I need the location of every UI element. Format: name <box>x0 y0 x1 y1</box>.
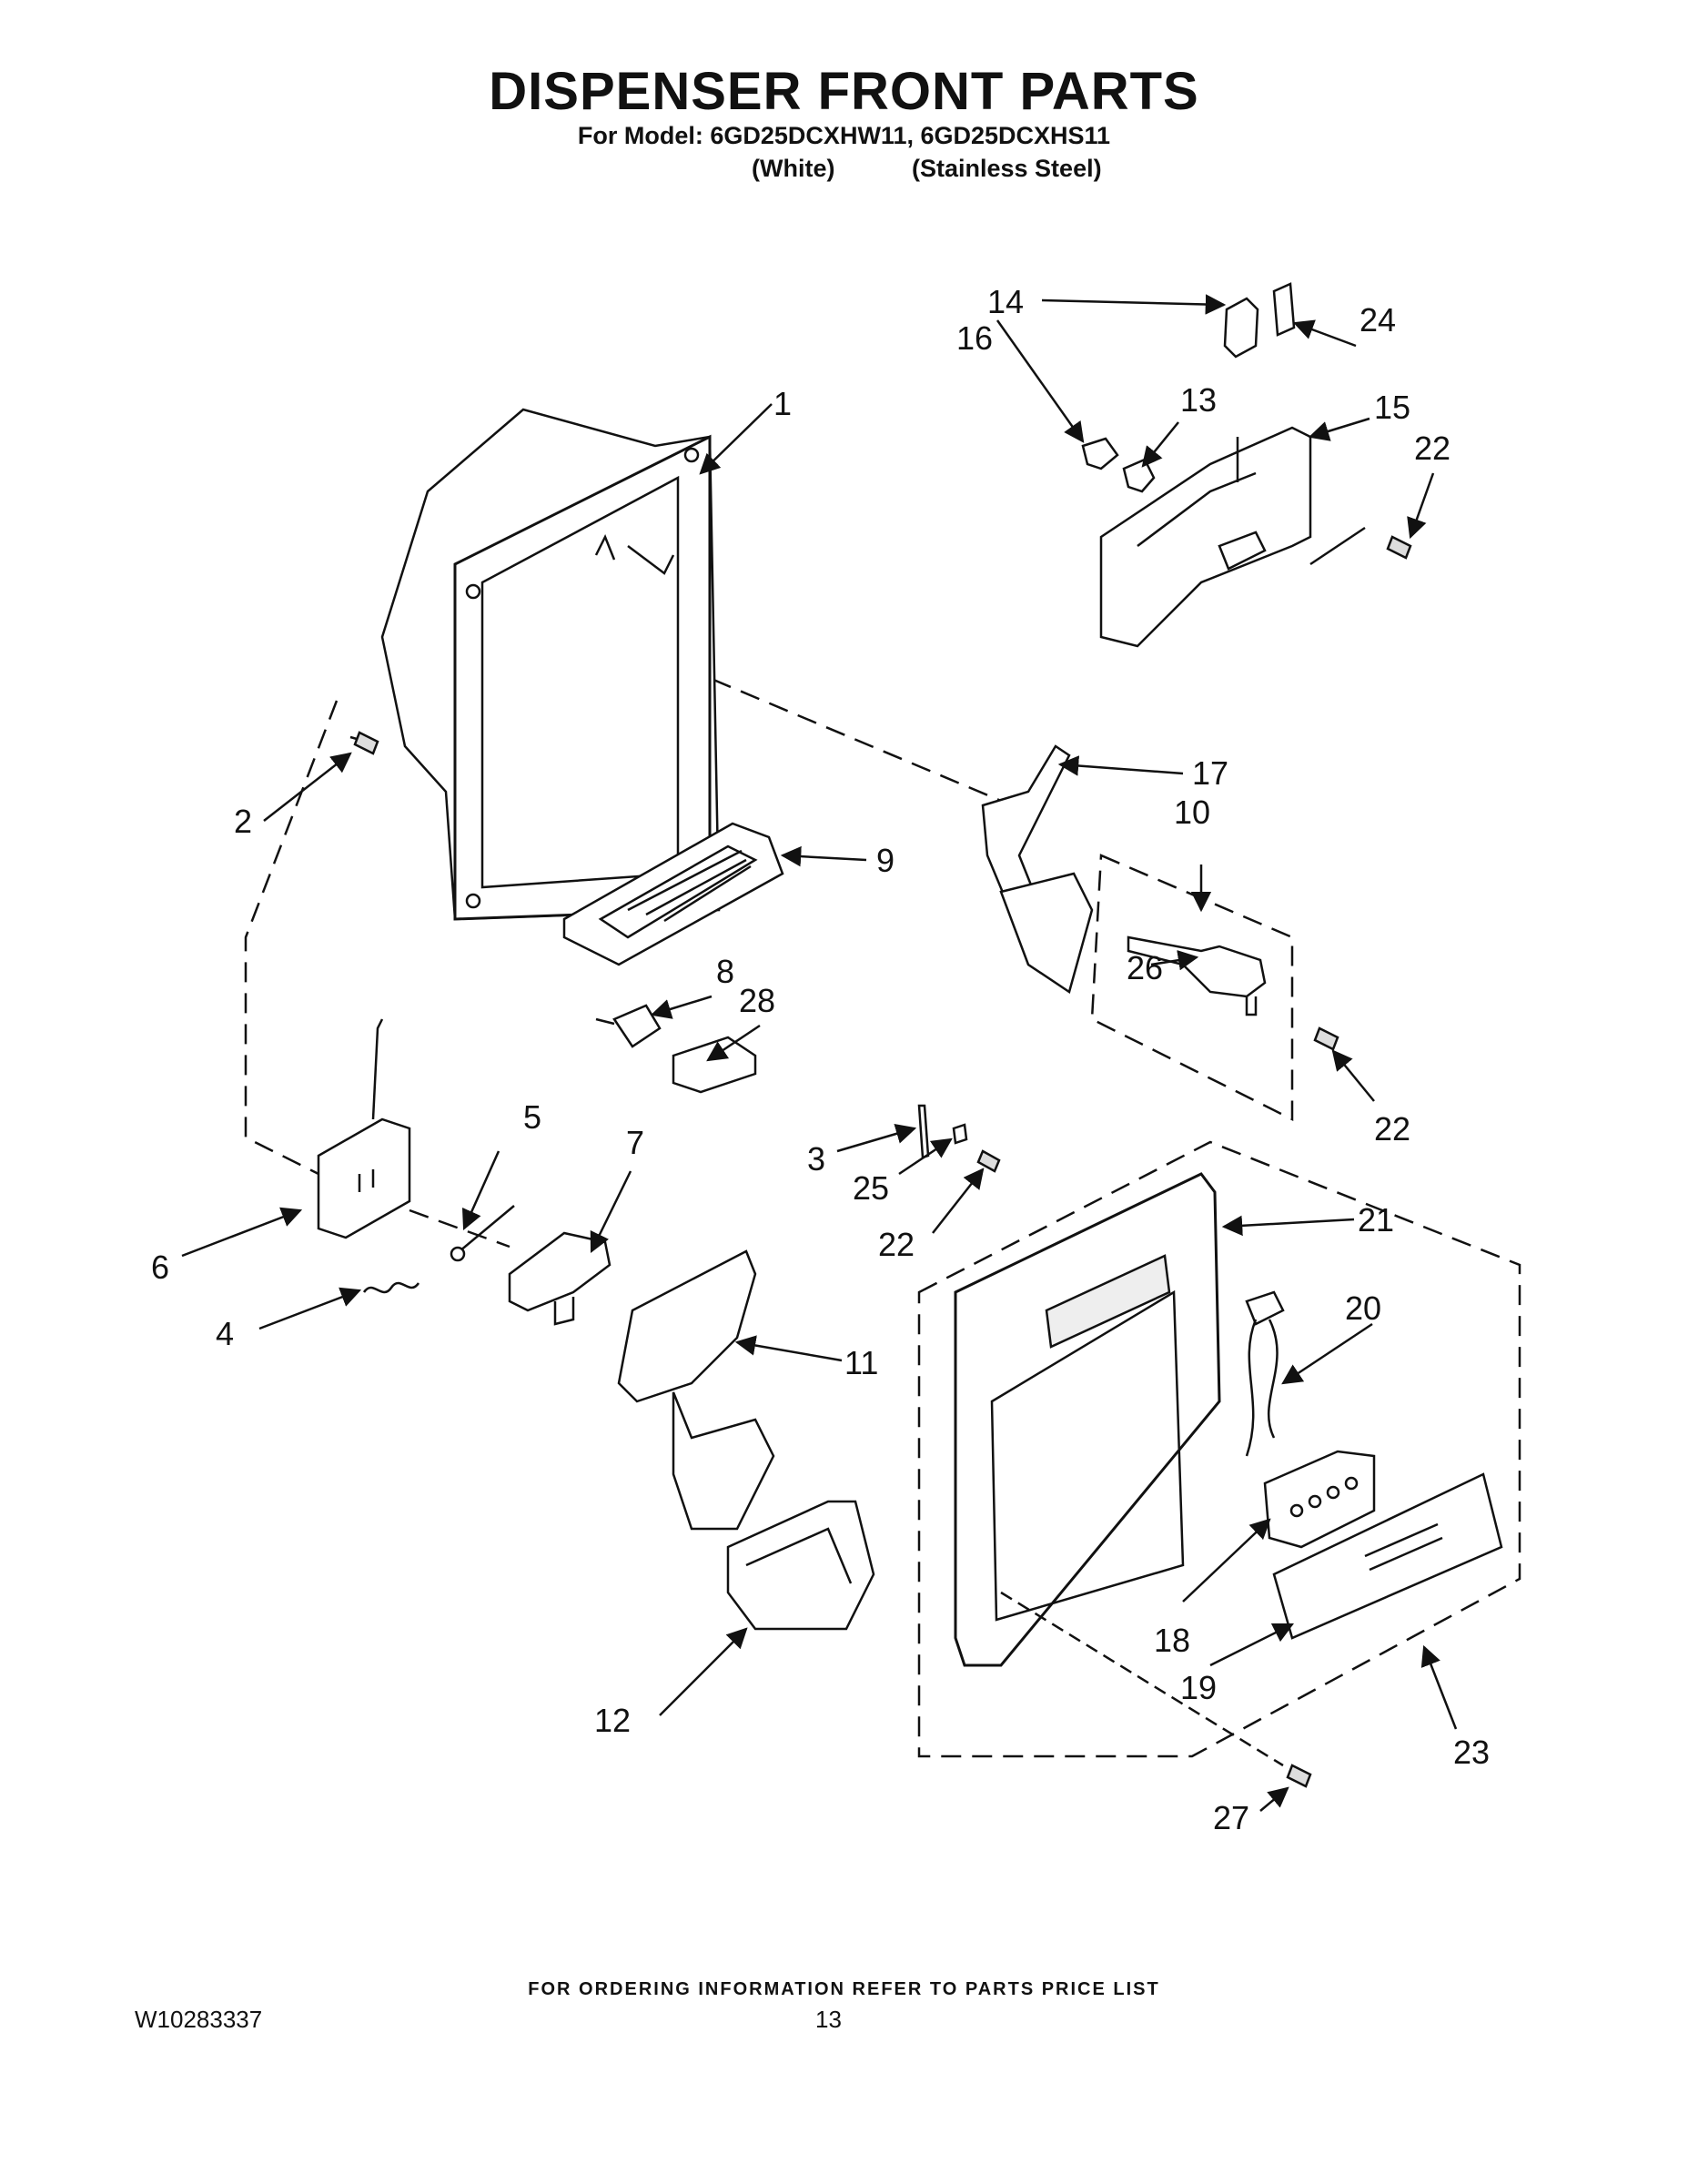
callout-28: 28 <box>739 982 775 1019</box>
variant-stainless: (Stainless Steel) <box>912 155 1102 182</box>
callout-15: 15 <box>1374 389 1410 426</box>
part-24-insulator <box>1272 282 1296 337</box>
callout-2: 2 <box>234 803 252 840</box>
part-3-contact <box>917 1104 930 1159</box>
callout-23: 23 <box>1453 1734 1490 1771</box>
part-17-lever <box>981 744 1094 994</box>
callout-1: 1 <box>773 385 792 422</box>
leader-arrows <box>181 294 1458 1812</box>
callout-22-middle: 22 <box>1374 1110 1410 1148</box>
part-2-screw <box>349 731 379 755</box>
callout-9: 9 <box>876 842 895 879</box>
part-1-housing <box>380 408 721 921</box>
callout-12: 12 <box>594 1702 631 1739</box>
callout-25: 25 <box>853 1169 889 1207</box>
callout-16: 16 <box>956 319 993 357</box>
callout-3: 3 <box>807 1140 825 1178</box>
callout-20: 20 <box>1345 1289 1381 1327</box>
part-9-grille <box>562 822 784 966</box>
part-22-screw-top <box>1309 526 1412 566</box>
callout-6: 6 <box>151 1249 169 1286</box>
callout-11: 11 <box>844 1344 878 1381</box>
part-16-bulb <box>1081 437 1119 470</box>
callout-5: 5 <box>523 1098 541 1136</box>
callout-13: 13 <box>1180 381 1217 419</box>
part-22-screw-middle <box>1313 1026 1339 1051</box>
part-7-body <box>508 1231 612 1326</box>
part-21-frame <box>954 1172 1221 1667</box>
part-13-socket <box>1122 458 1156 493</box>
ordering-note: FOR ORDERING INFORMATION REFER TO PARTS … <box>528 1979 1160 1999</box>
callout-26: 26 <box>1127 949 1163 986</box>
part-14-switch <box>1223 297 1259 359</box>
part-15-bracket <box>1099 426 1312 648</box>
callout-4: 4 <box>216 1315 234 1352</box>
part-18-board <box>1263 1450 1376 1549</box>
part-20-harness <box>1245 1290 1285 1457</box>
page-title: DISPENSER FRONT PARTS <box>489 62 1199 121</box>
callout-21: 21 <box>1358 1201 1394 1239</box>
variant-white: (White) <box>752 155 835 182</box>
model-line: For Model: 6GD25DCXHW11, 6GD25DCXHS11 <box>577 122 1111 149</box>
callout-10: 10 <box>1174 794 1210 831</box>
part-19-overlay <box>1272 1472 1503 1640</box>
callout-14: 14 <box>987 283 1024 320</box>
page-number: 13 <box>815 2006 842 2033</box>
part-11-arm <box>617 1249 775 1531</box>
part-5-pin <box>450 1205 515 1262</box>
callout-labels: 1 2 3 4 5 6 7 8 9 10 11 12 13 14 15 16 1… <box>151 283 1490 1836</box>
callout-17: 17 <box>1192 754 1228 792</box>
part-28-cover <box>672 1036 757 1094</box>
page-header: DISPENSER FRONT PARTS For Model: 6GD25DC… <box>0 62 1688 150</box>
part-27-screw <box>1000 1591 1312 1788</box>
callout-22-lower: 22 <box>878 1226 915 1263</box>
part-22-screw-lower <box>976 1149 1001 1173</box>
part-4-spring <box>362 1281 420 1294</box>
part-6-switch <box>317 1018 411 1239</box>
callout-19: 19 <box>1180 1669 1217 1706</box>
part-12-tray <box>726 1500 875 1631</box>
part-8-solenoid <box>595 1004 662 1048</box>
callout-18: 18 <box>1154 1622 1190 1659</box>
part-25-clip <box>952 1123 968 1145</box>
callout-27: 27 <box>1213 1799 1249 1836</box>
callout-24: 24 <box>1359 301 1396 339</box>
callout-22-top: 22 <box>1414 430 1450 467</box>
document-number: W10283337 <box>135 2006 263 2033</box>
callout-8: 8 <box>716 953 734 990</box>
callout-7: 7 <box>626 1124 644 1161</box>
